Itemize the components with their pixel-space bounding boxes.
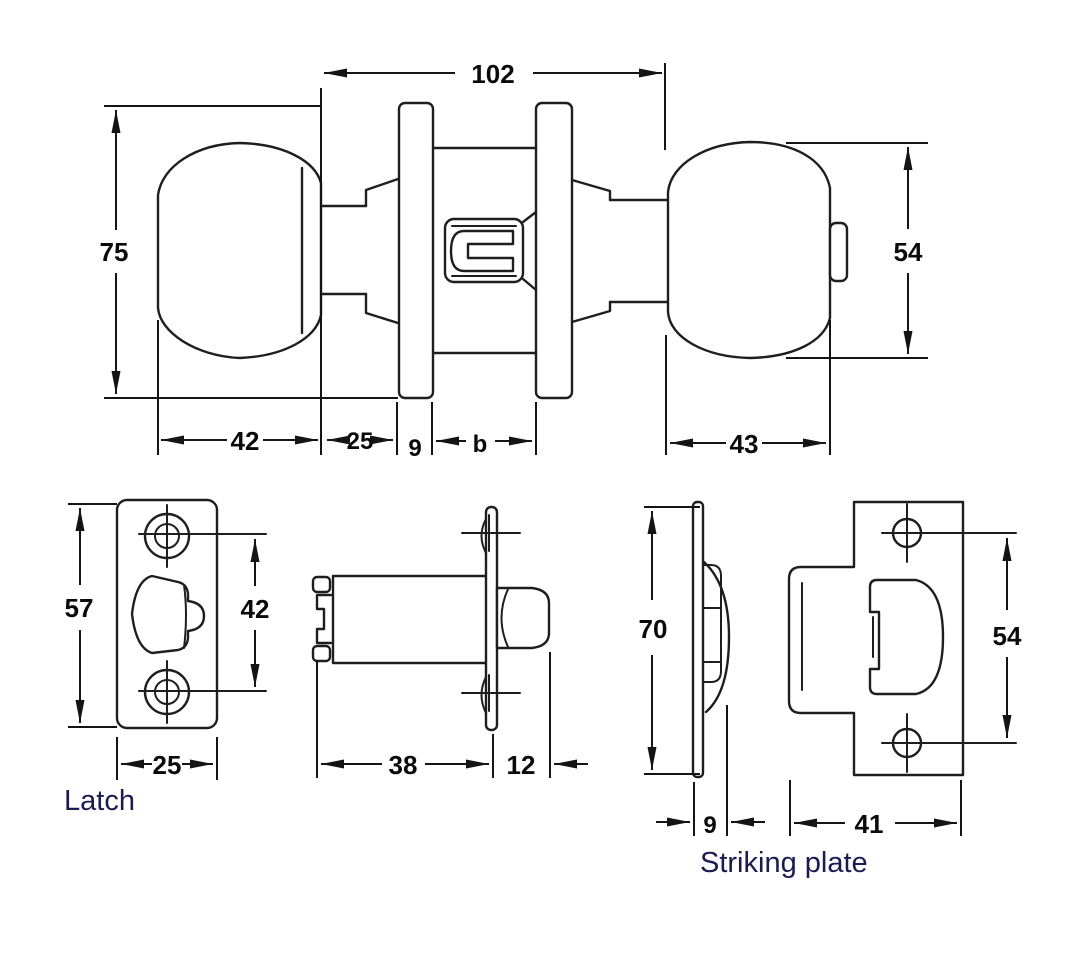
right-knob — [666, 140, 832, 360]
latch-caption: Latch — [64, 785, 135, 817]
dim-strike-hole-spacing: 54 — [993, 538, 1022, 738]
latch-body — [331, 574, 489, 665]
strike-plate-edge — [691, 500, 705, 779]
dim-strike-width: 41 — [789, 780, 962, 839]
dim-bolt-projection-label: 12 — [507, 750, 536, 780]
strike-screw-hole-bottom — [881, 713, 1017, 773]
right-knob-button — [828, 221, 849, 283]
dim-rose-thickness-label: 9 — [408, 435, 421, 462]
dim-latch-width-label: 25 — [153, 750, 182, 780]
knob-assembly-drawing: 102 75 54 42 25 9 b — [100, 59, 928, 462]
dim-latch-height: 57 — [65, 503, 117, 728]
right-knob-flare — [570, 178, 612, 324]
spindle-flare — [521, 210, 538, 292]
latch-bolt-bevel — [500, 588, 509, 648]
dim-knob-diameter-label: 54 — [894, 237, 923, 267]
latch-faceplate-edge — [484, 505, 499, 732]
dim-overall-length: 102 — [320, 59, 667, 455]
strike-plate-outline — [787, 500, 965, 777]
dim-overall-length-label: 102 — [471, 59, 514, 89]
dim-right-knob-length-label: 43 — [730, 429, 759, 459]
latch-side-view: 38 12 — [311, 505, 588, 780]
dim-strike-height: 70 — [639, 506, 700, 775]
faceplate-screw-bump-top — [480, 518, 487, 554]
right-knob-neck — [608, 198, 670, 304]
dim-strike-width-label: 41 — [855, 809, 884, 839]
housing-lines — [431, 146, 538, 355]
latch-screw-hole-bottom — [138, 660, 267, 724]
dim-latch-body-length-label: 38 — [389, 750, 418, 780]
latch-hub-end — [311, 575, 333, 663]
latch-bolt-side — [495, 586, 551, 650]
strike-screw-hole-top — [881, 503, 1017, 563]
striking-plate-front-view: 54 41 Striking plate — [700, 500, 1022, 879]
striking-plate-side-view: 70 9 — [639, 500, 765, 839]
latch-bolt-face-line — [183, 584, 187, 649]
dim-strike-thickness-label: 9 — [703, 812, 716, 839]
dim-latch-width: 25 — [116, 737, 218, 780]
left-knob — [156, 141, 323, 360]
dim-strike-height-label: 70 — [639, 614, 668, 644]
striking-plate-caption: Striking plate — [700, 847, 868, 879]
rose-plate-left — [397, 101, 435, 400]
dim-latch-height-label: 57 — [65, 593, 94, 623]
dim-bolt-projection: 12 — [507, 652, 588, 780]
dim-rose-diameter-label: 75 — [100, 237, 129, 267]
left-knob-neck — [320, 204, 368, 296]
dim-rose-diameter: 75 — [100, 105, 398, 399]
dim-neck-length-label: 25 — [347, 428, 374, 455]
dim-door-thickness-label: b — [473, 431, 488, 458]
dim-latch-hole-spacing-label: 42 — [241, 594, 270, 624]
dim-strike-hole-spacing-label: 54 — [993, 621, 1022, 651]
strike-lip-curve — [702, 560, 731, 714]
faceplate-screw-bump-bottom — [480, 676, 487, 714]
latch-front-view: 57 42 25 Latch — [64, 498, 270, 817]
spindle-boss-edge — [451, 225, 517, 277]
faceplate-centerlines — [461, 514, 521, 712]
dim-knob-diameter: 54 — [786, 142, 928, 359]
latch-screw-hole-top — [138, 504, 267, 568]
dim-latch-body-length: 38 — [316, 660, 494, 780]
dim-bottom-chain: 42 25 9 b 43 — [157, 320, 831, 462]
strike-dimple — [702, 564, 722, 683]
left-knob-flare — [364, 177, 400, 325]
dim-left-knob-length-label: 42 — [231, 426, 260, 456]
dim-strike-thickness: 9 — [656, 705, 765, 839]
strike-bolt-opening — [868, 578, 945, 696]
dim-latch-hole-spacing: 42 — [241, 539, 270, 687]
spindle-clip — [449, 229, 515, 273]
rose-plate-right — [534, 101, 574, 400]
